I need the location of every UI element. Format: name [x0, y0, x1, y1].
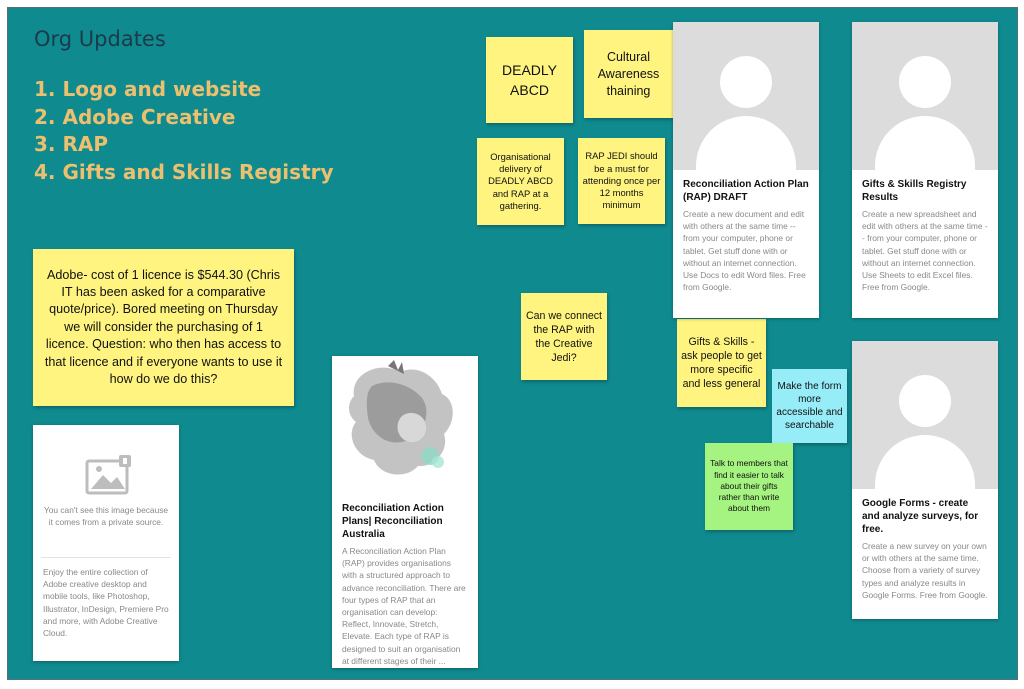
agenda-item: 1. Logo and website: [34, 77, 262, 101]
card-gifts-results[interactable]: Gifts & Skills Registry Results Create a…: [852, 22, 998, 318]
sticky-gifts-skills[interactable]: Gifts & Skills - ask people to get more …: [677, 319, 766, 407]
avatar-placeholder-icon: [673, 22, 819, 170]
card-adobe-creative-cloud[interactable]: You can't see this image because it come…: [33, 425, 179, 661]
whiteboard-canvas[interactable]: Org Updates 1. Logo and website 2. Adobe…: [7, 7, 1018, 680]
watercolor-artwork-image: [332, 356, 478, 494]
card-description: Create a new spreadsheet and edit with o…: [862, 209, 988, 293]
sticky-deadly-abcd[interactable]: DEADLY ABCD: [486, 37, 573, 123]
broken-image-icon: [85, 455, 131, 495]
card-description: Create a new survey on your own or with …: [862, 541, 988, 600]
board-title: Org Updates: [34, 27, 166, 51]
sticky-rap-jedi[interactable]: RAP JEDI should be a must for attending …: [578, 138, 665, 224]
card-description: Enjoy the entire collection of Adobe cre…: [43, 567, 169, 639]
card-rap-australia[interactable]: Reconciliation Action Plans| Reconciliat…: [332, 356, 478, 668]
sticky-text: RAP JEDI should be a must for attending …: [582, 150, 661, 211]
sticky-form-accessible[interactable]: Make the form more accessible and search…: [772, 369, 847, 443]
sticky-talk-members[interactable]: Talk to members that find it easier to t…: [705, 443, 793, 530]
sticky-text: Can we connect the RAP with the Creative…: [526, 309, 602, 364]
card-title: Reconciliation Action Plans| Reconciliat…: [342, 503, 444, 540]
agenda-list: 1. Logo and website 2. Adobe Creative 3.…: [34, 76, 334, 186]
card-title: Reconciliation Action Plan (RAP) DRAFT: [683, 179, 809, 203]
image-placeholder-text: You can't see this image because it come…: [43, 505, 169, 527]
agenda-item: 4. Gifts and Skills Registry: [34, 159, 334, 184]
avatar-placeholder-icon: [852, 341, 998, 489]
sticky-adobe-cost[interactable]: Adobe- cost of 1 licence is $544.30 (Chr…: [33, 249, 294, 406]
sticky-connect-rap[interactable]: Can we connect the RAP with the Creative…: [521, 293, 607, 380]
card-rap-draft[interactable]: Reconciliation Action Plan (RAP) DRAFT C…: [673, 22, 819, 318]
avatar-placeholder-icon: [852, 22, 998, 170]
card-description: A Reconciliation Action Plan (RAP) provi…: [342, 546, 466, 666]
agenda-item: 3. RAP: [34, 132, 109, 156]
card-description: Create a new document and edit with othe…: [683, 209, 806, 293]
sticky-text: Cultural Awareness thaining: [597, 49, 660, 98]
sticky-text: Organisational delivery of DEADLY ABCD a…: [488, 150, 553, 211]
sticky-text: Gifts & Skills - ask people to get more …: [681, 335, 762, 391]
sticky-text: Make the form more accessible and search…: [776, 381, 843, 431]
agenda-item: 2. Adobe Creative: [34, 104, 236, 129]
card-title: Google Forms - create and analyze survey…: [862, 498, 979, 535]
card-google-forms[interactable]: Google Forms - create and analyze survey…: [852, 341, 998, 619]
sticky-text: Talk to members that find it easier to t…: [710, 458, 788, 514]
card-title: Gifts & Skills Registry Results: [862, 179, 967, 203]
sticky-text: Adobe- cost of 1 licence is $544.30 (Chr…: [44, 267, 283, 387]
sticky-text: DEADLY ABCD: [502, 62, 557, 98]
sticky-org-delivery[interactable]: Organisational delivery of DEADLY ABCD a…: [477, 138, 564, 225]
sticky-cultural-awareness[interactable]: Cultural Awareness thaining: [584, 30, 673, 118]
image-placeholder: You can't see this image because it come…: [41, 425, 171, 558]
